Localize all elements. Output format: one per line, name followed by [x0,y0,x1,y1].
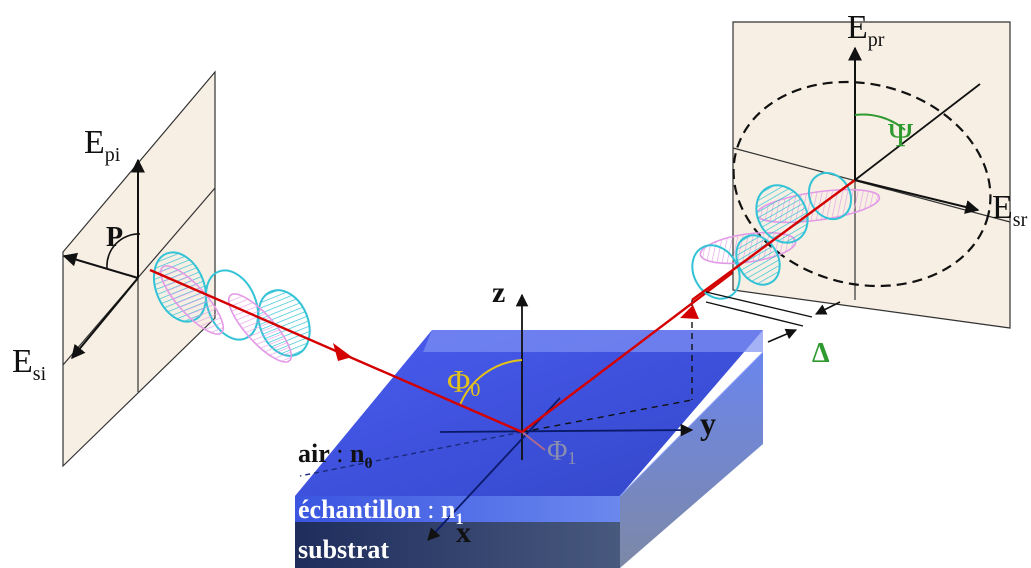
delta-arrow-right [814,301,841,315]
x-axis-arrow [427,397,561,541]
delta-label: Δ [812,338,830,369]
psi-direction-line [854,83,981,181]
e-sr-axis-arrow [854,179,980,214]
refracted-beam [521,431,546,451]
e-si-lower-arrow [71,277,139,360]
y-axis-arrow [439,423,694,437]
axis-z-label: z [492,276,505,309]
e-sr-label: Esr [992,189,1028,231]
e-si-axis-arrow [62,252,139,279]
e-si-label: Esi [12,343,47,385]
incident-beam-arrowhead [333,343,352,361]
e-pr-label: Epr [847,9,885,51]
reflected-beam-panel-segment [691,179,856,301]
sample-block [295,330,764,568]
reflected-analyzer-panel [732,21,1011,329]
substrate-label: substrat [298,535,389,564]
delta-arrow-left [767,328,798,343]
psi-label: Ψ [888,117,913,154]
phi1-label: Φ1 [547,436,576,468]
air-label: air : n0 [298,439,372,472]
refraction-normal-line [299,431,523,477]
delta-line-bottom [705,301,804,327]
psi-angle-arc [854,113,906,131]
reflected-wave-s [691,171,853,300]
angle-p-label: P [106,222,123,253]
sample-label: échantillon : n1 [298,495,464,528]
axis-y-label: y [700,405,716,441]
projection-line [521,399,693,433]
reflected-beam-arrowhead [680,305,699,319]
e-pi-label: Epi [84,124,121,166]
axis-x-label: x [456,516,471,549]
phi0-label: Φ0 [447,363,480,401]
angle-p-arc [106,233,141,269]
delta-line-top [705,291,813,318]
phi0-angle-arc [459,359,523,406]
polarization-ellipse [732,80,992,288]
